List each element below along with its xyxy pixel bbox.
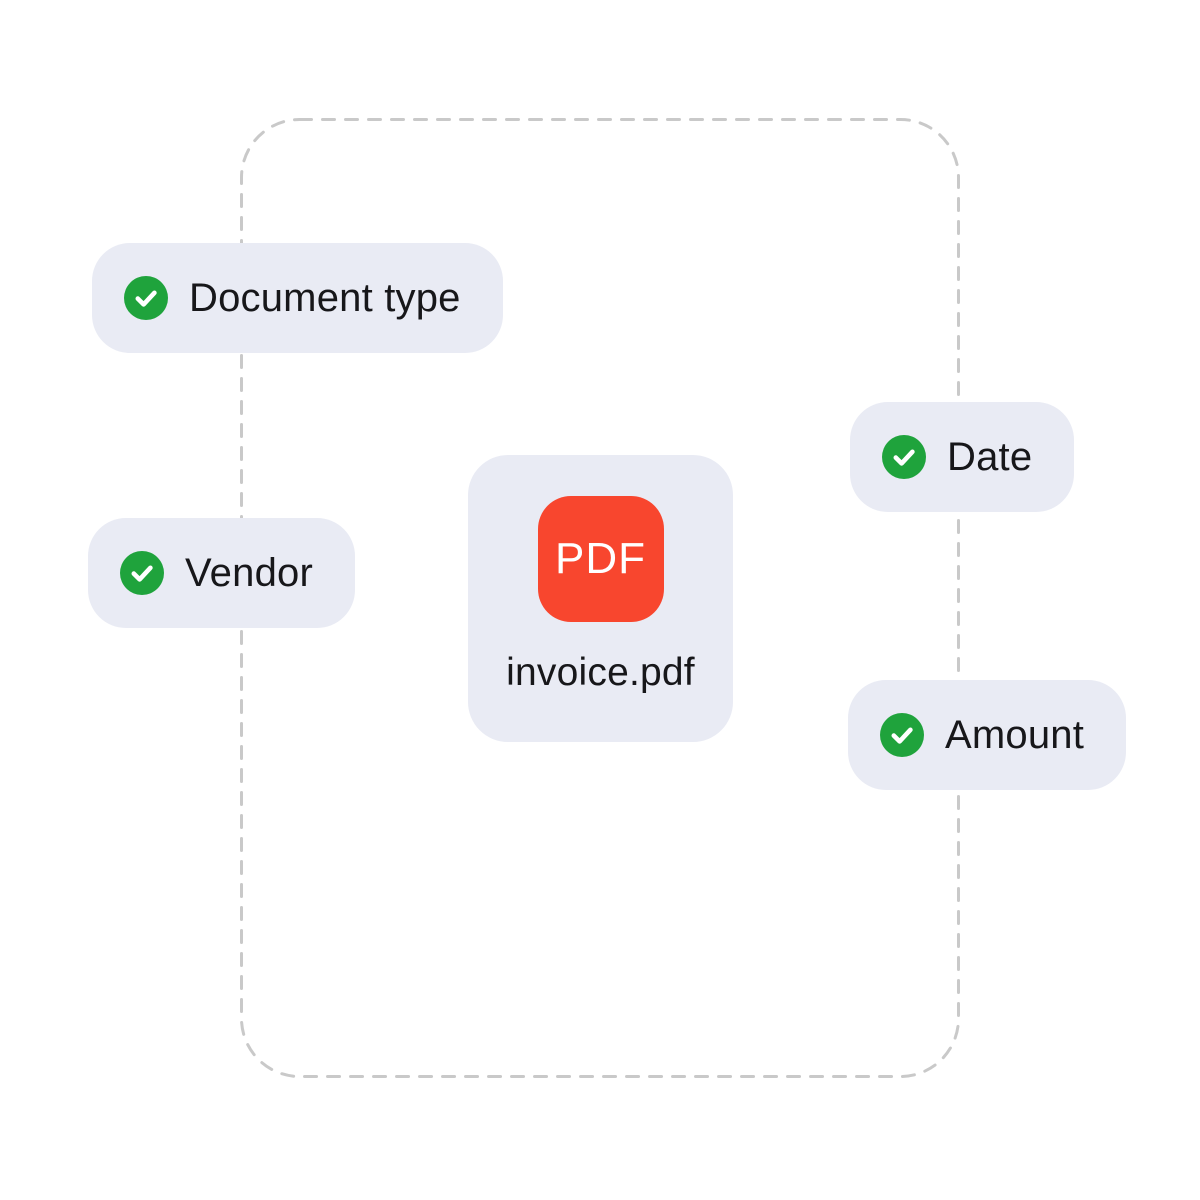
field-chip-label: Date	[947, 435, 1033, 479]
check-circle-icon	[882, 435, 926, 479]
file-card: PDF invoice.pdf	[468, 455, 733, 742]
field-chip-label: Document type	[189, 276, 461, 320]
check-circle-icon	[124, 276, 168, 320]
pdf-file-icon: PDF	[537, 496, 664, 622]
file-name: invoice.pdf	[506, 651, 695, 694]
pdf-badge-label: PDF	[555, 534, 646, 583]
field-chip-vendor: Vendor	[88, 518, 355, 628]
field-chip-label: Amount	[945, 713, 1085, 757]
field-chip-amount: Amount	[848, 680, 1127, 790]
field-chip-document-type: Document type	[92, 243, 503, 353]
field-chip-date: Date	[850, 402, 1075, 512]
check-circle-icon	[880, 713, 924, 757]
field-chip-label: Vendor	[185, 551, 313, 595]
check-circle-icon	[120, 551, 164, 595]
